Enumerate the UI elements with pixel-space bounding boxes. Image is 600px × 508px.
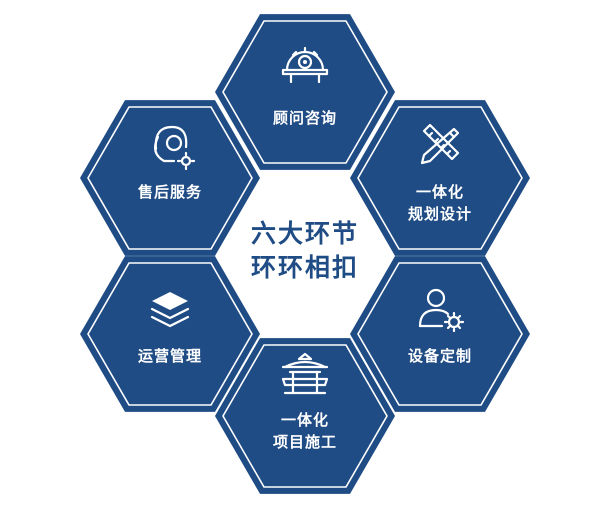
pavilion-icon	[281, 352, 329, 395]
hex-construction	[215, 338, 395, 494]
label-construction-line-1: 一体化	[280, 411, 329, 429]
label-consulting: 顾问咨询	[272, 109, 337, 127]
hard-hat-icon	[281, 46, 329, 84]
label-planning-line-1: 一体化	[415, 183, 464, 201]
label-construction-line-2: 项目施工	[272, 433, 337, 451]
label-planning-line-2: 规划设计	[407, 205, 472, 223]
hex-consulting	[215, 14, 395, 170]
label-equipment: 设备定制	[407, 347, 472, 365]
center-hexagon	[221, 181, 389, 327]
hex-planning	[350, 100, 530, 256]
ruler-pencil-icon	[420, 123, 460, 165]
hex-equipment	[350, 256, 530, 412]
center-title-line-1: 六大环节	[250, 219, 359, 248]
headset-icon	[153, 125, 196, 171]
label-aftersales: 售后服务	[137, 183, 202, 201]
hex-operation	[80, 256, 260, 412]
label-operation: 运营管理	[137, 347, 202, 365]
layers-icon	[150, 292, 190, 328]
user-gear-icon	[418, 288, 465, 333]
center-title-line-2: 环环相扣	[250, 253, 359, 282]
hex-aftersales	[80, 100, 260, 256]
